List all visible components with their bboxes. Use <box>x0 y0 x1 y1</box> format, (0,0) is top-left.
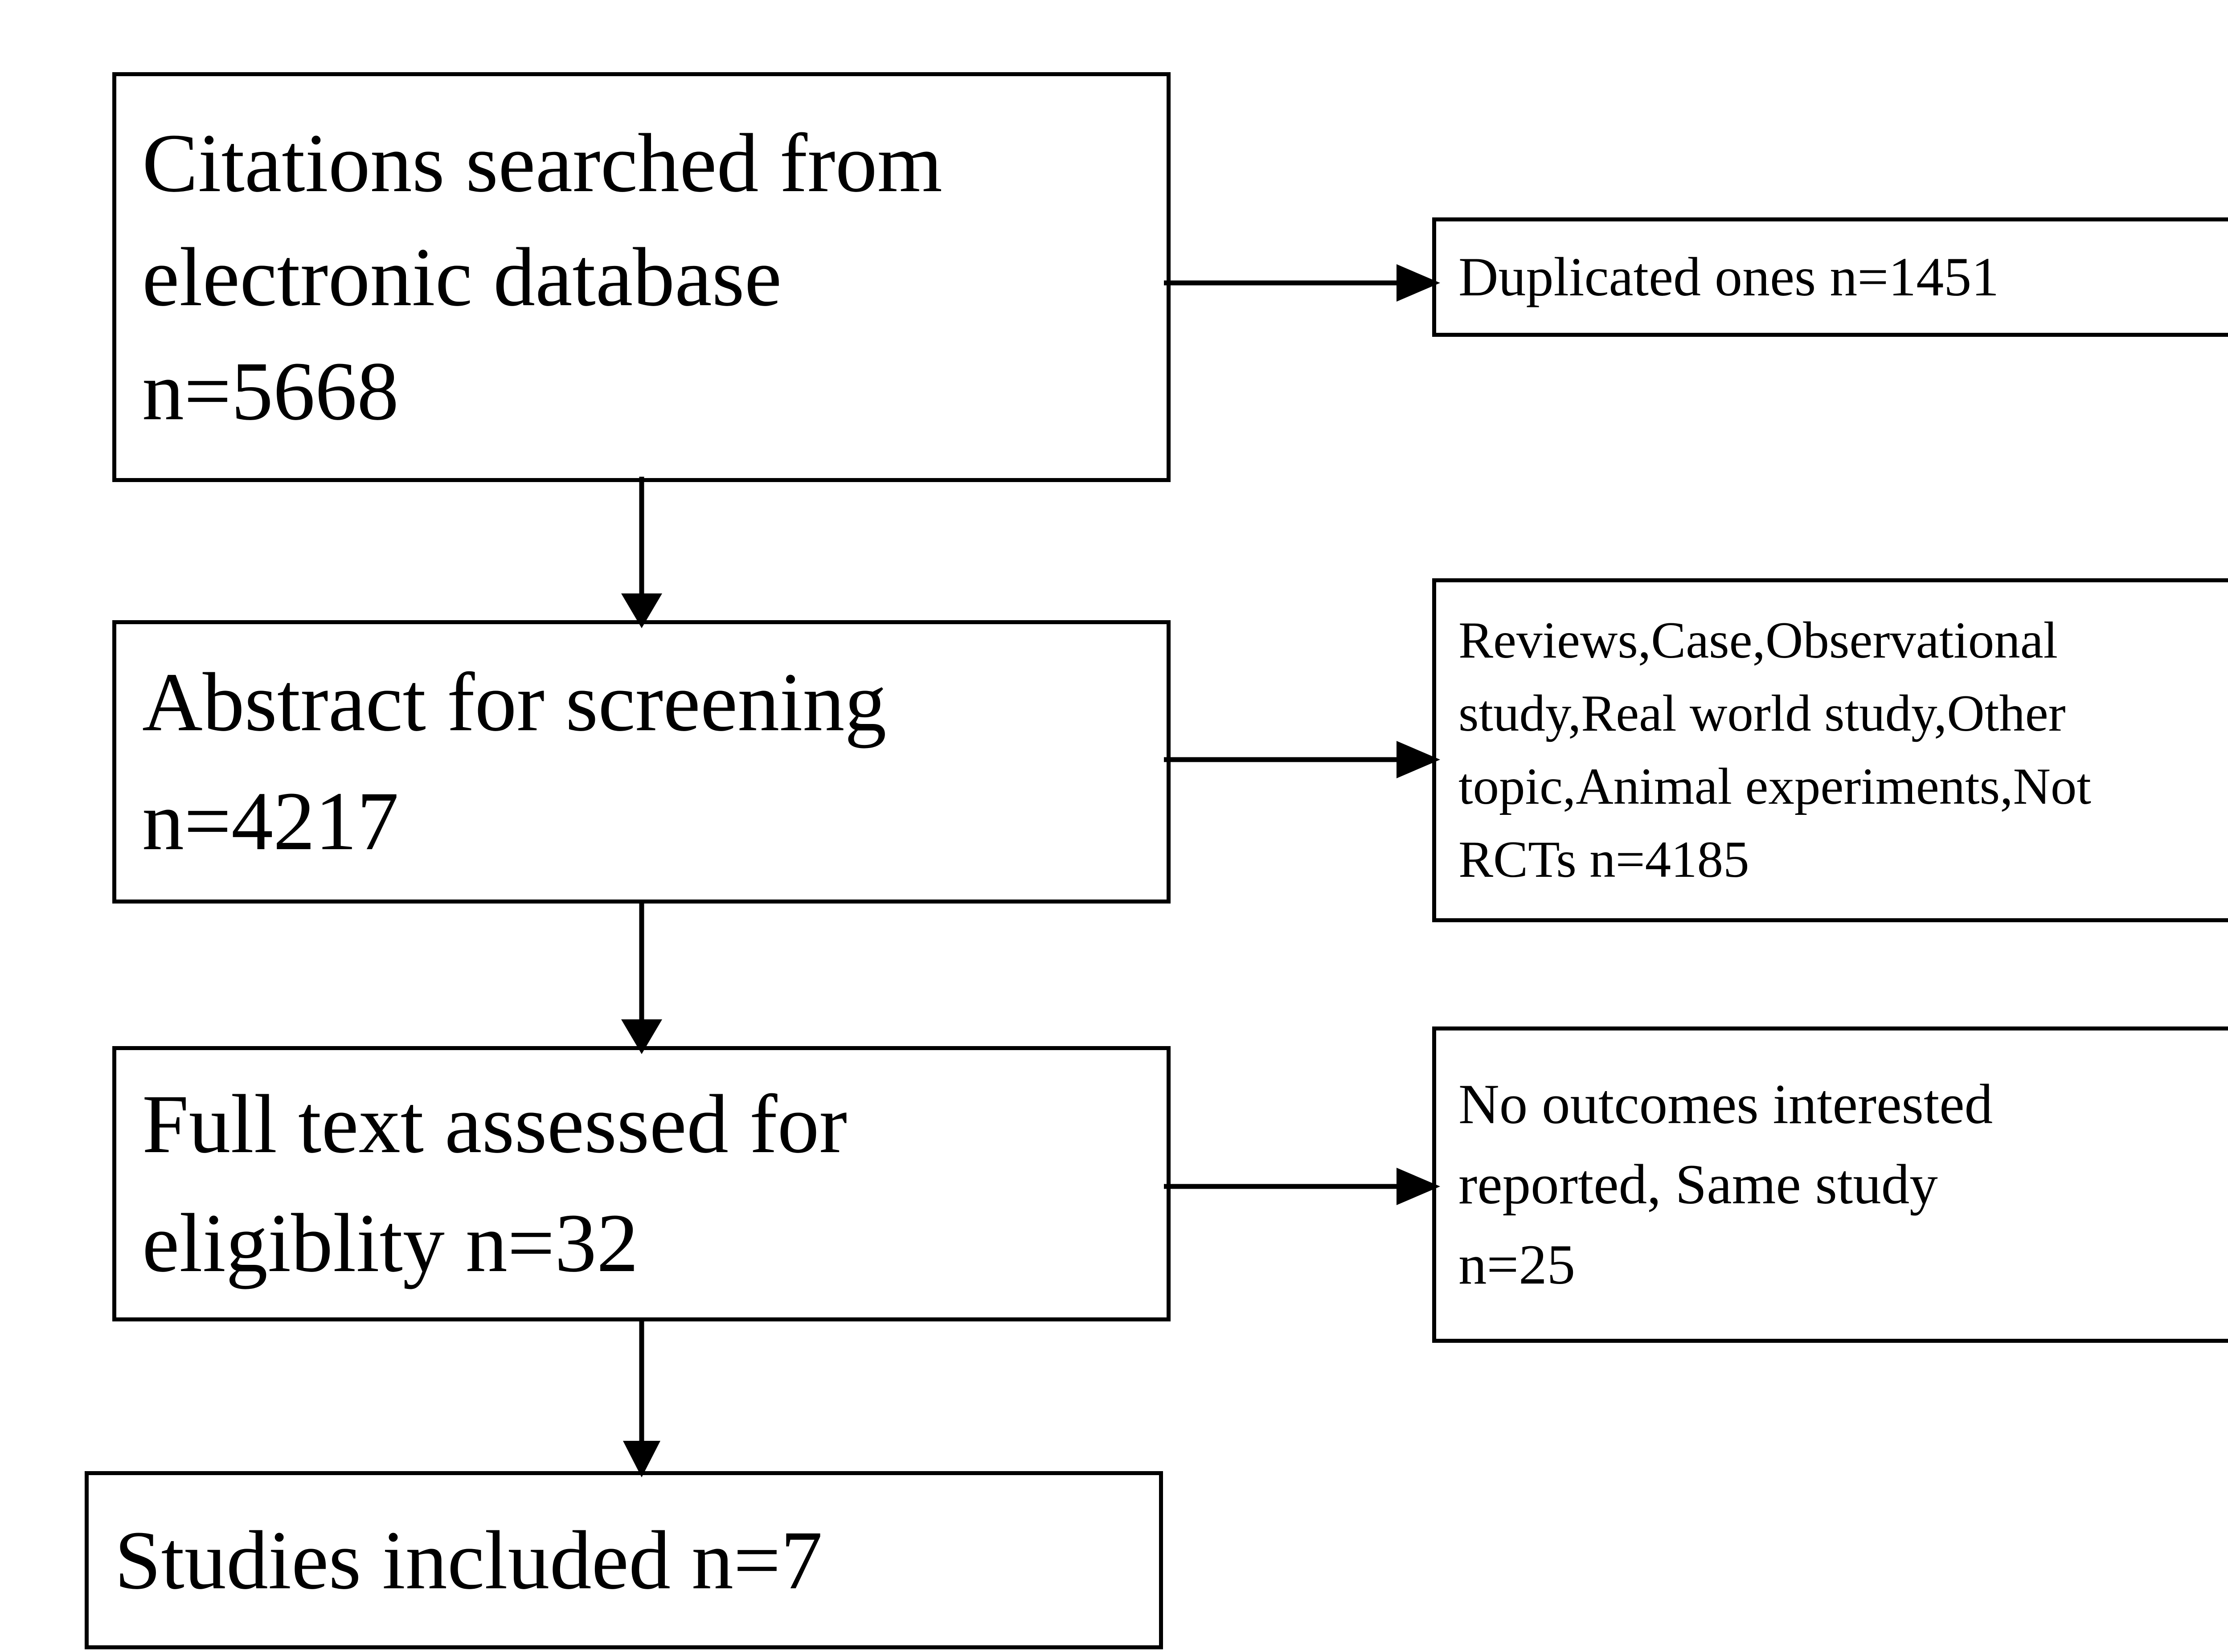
stage-full-text-eligibility-text: Full text assessed for eligiblity n=32 <box>142 1077 848 1289</box>
stage-box-abstract-screening: Abstract for screening n=4217 <box>112 620 1171 904</box>
exclusion-box-fulltext-exclusions: No outcomes interested reported, Same st… <box>1432 1026 2228 1343</box>
stage-abstract-screening-text: Abstract for screening n=4217 <box>142 655 887 867</box>
arrow-right-fulltext-to-exclusions-icon <box>1164 1168 1440 1205</box>
exclusion-box-abstract-exclusions: Reviews,Case,Observational study,Real wo… <box>1432 578 2228 922</box>
arrow-right-citations-to-duplicates-icon <box>1164 264 1440 302</box>
stage-citations-text: Citations searched from electronic datab… <box>142 116 942 438</box>
exclusion-abstract-exclusions-text: Reviews,Case,Observational study,Real wo… <box>1458 612 2091 888</box>
arrow-right-abstract-to-exclusions-icon <box>1164 741 1440 778</box>
stage-box-citations: Citations searched from electronic datab… <box>112 72 1171 482</box>
exclusion-duplicates-text: Duplicated ones n=1451 <box>1458 246 1999 307</box>
arrow-down-fulltext-to-included-icon <box>623 1318 660 1477</box>
exclusion-fulltext-exclusions-text: No outcomes interested reported, Same st… <box>1458 1073 1993 1296</box>
arrow-down-abstract-to-fulltext-icon <box>621 900 662 1054</box>
exclusion-box-duplicates: Duplicated ones n=1451 <box>1432 217 2228 337</box>
arrow-down-citations-to-abstract-icon <box>621 477 662 628</box>
stage-box-full-text-eligibility: Full text assessed for eligiblity n=32 <box>112 1046 1171 1321</box>
stage-studies-included-text: Studies included n=7 <box>115 1513 823 1607</box>
stage-box-studies-included: Studies included n=7 <box>85 1471 1163 1649</box>
